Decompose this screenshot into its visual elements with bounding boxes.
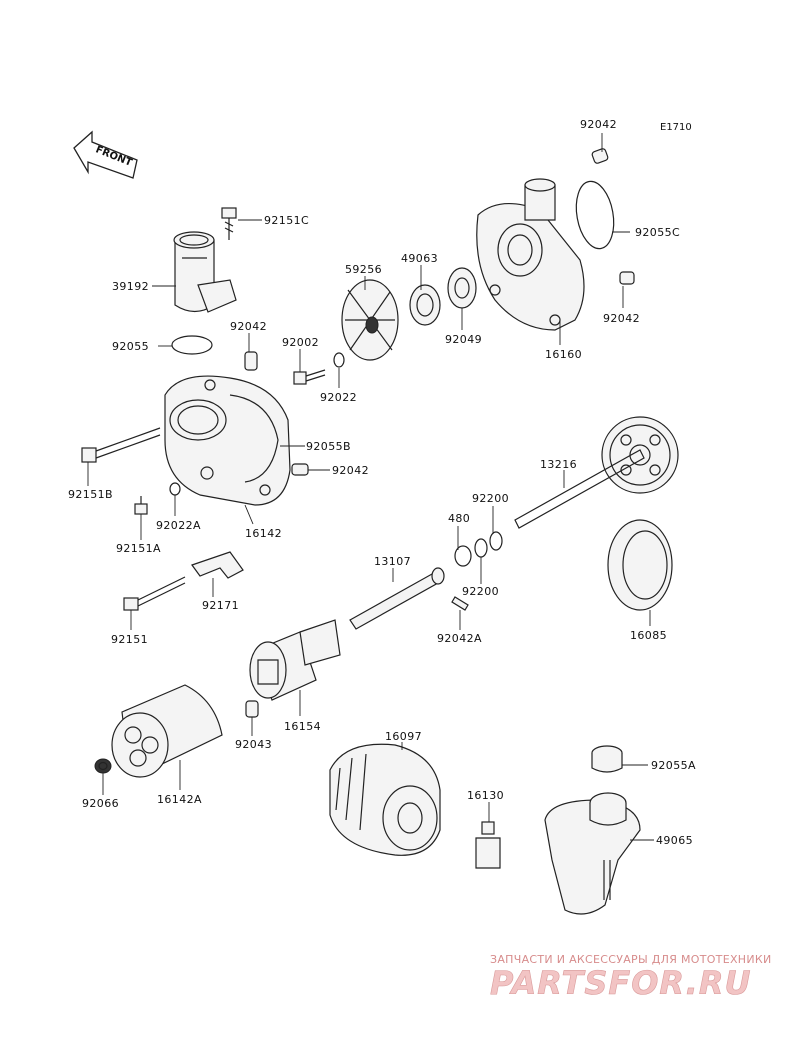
label-92042-lower: 92042 (332, 464, 369, 477)
label-480: 480 (448, 512, 470, 525)
label-92042A: 92042A (437, 632, 482, 645)
label-49063: 49063 (401, 252, 438, 265)
label-16130: 16130 (467, 789, 504, 802)
label-16142A: 16142A (157, 793, 202, 806)
label-39192: 39192 (112, 280, 149, 293)
circlip-480-drawing (454, 545, 472, 567)
label-13216: 13216 (540, 458, 577, 471)
washer-92200-a-drawing (489, 531, 503, 551)
dowel-92042-upper-drawing (244, 351, 258, 371)
fitting-39192-drawing (173, 231, 237, 313)
label-92151: 92151 (111, 633, 148, 646)
label-92055C: 92055C (635, 226, 680, 239)
label-92055A: 92055A (651, 759, 696, 772)
label-92043: 92043 (235, 738, 272, 751)
seal-49063-drawing (409, 284, 441, 326)
label-92200-lower: 92200 (462, 585, 499, 598)
long-bolt-92151B-drawing (81, 427, 161, 463)
dowel-92042-lower-drawing (291, 463, 309, 476)
label-92042-top: 92042 (580, 118, 617, 131)
label-92042-right: 92042 (603, 312, 640, 325)
bolt-92151C-drawing (221, 207, 237, 240)
pin-92042A-drawing (451, 596, 469, 611)
washer-92022A-drawing (169, 482, 181, 496)
strainer-49065-drawing (544, 792, 641, 915)
label-13107: 13107 (374, 555, 411, 568)
label-92055B: 92055B (306, 440, 351, 453)
label-49065: 49065 (656, 834, 693, 847)
label-92002: 92002 (282, 336, 319, 349)
watermark-tagline: ЗАПЧАСТИ И АКСЕССУАРЫ ДЛЯ МОТОТЕХНИКИ (490, 953, 772, 966)
label-16154: 16154 (284, 720, 321, 733)
label-16097: 16097 (385, 730, 422, 743)
label-92151A: 92151A (116, 542, 161, 555)
shaft-13107-drawing (349, 567, 445, 630)
label-16160: 16160 (545, 348, 582, 361)
dowel-92042-right-drawing (619, 271, 635, 285)
front-arrow-icon: FRONT (73, 130, 138, 179)
watermark-logo: PARTSFOR.RU (490, 964, 751, 1002)
label-16085: 16085 (630, 629, 667, 642)
label-92171: 92171 (202, 599, 239, 612)
label-92151B: 92151B (68, 488, 113, 501)
bearing-92049-drawing (447, 267, 477, 309)
washer-92022-drawing (333, 352, 345, 368)
diagram-code: E1710 (660, 122, 692, 133)
bolt-92002-drawing (293, 369, 326, 385)
gear-16085-drawing (607, 519, 673, 611)
ring-92066-drawing (94, 758, 112, 774)
label-16142: 16142 (245, 527, 282, 540)
bracket-92171-drawing (191, 551, 244, 579)
oil-filter-16097-drawing (329, 743, 441, 856)
oring-92055-drawing (171, 335, 213, 355)
dowel-92042-top-drawing (591, 148, 609, 164)
pump-housing-16142-drawing (164, 375, 291, 506)
bolt-92151-drawing (123, 576, 186, 611)
label-92055: 92055 (112, 340, 149, 353)
label-92022: 92022 (320, 391, 357, 404)
dowel-92043-drawing (245, 700, 259, 718)
label-92022A: 92022A (156, 519, 201, 532)
label-59256: 59256 (345, 263, 382, 276)
washer-92200-b-drawing (474, 538, 488, 558)
oring-92055C-drawing (575, 180, 615, 250)
label-92151C: 92151C (264, 214, 309, 227)
oil-pump-16154-drawing (249, 619, 341, 701)
bolt-92151A-drawing (134, 496, 148, 515)
pump-cover-16160-drawing (476, 178, 585, 331)
fitting-16130-drawing (475, 821, 501, 869)
label-92049: 92049 (445, 333, 482, 346)
impeller-59256-drawing (341, 279, 399, 361)
shaft-gear-13216-drawing (514, 416, 679, 529)
cap-92055A-drawing (591, 745, 623, 773)
label-92066: 92066 (82, 797, 119, 810)
label-92200-upper: 92200 (472, 492, 509, 505)
filter-housing-16142A-drawing (111, 684, 223, 778)
label-92042-upper: 92042 (230, 320, 267, 333)
leader-lines (87, 133, 654, 841)
